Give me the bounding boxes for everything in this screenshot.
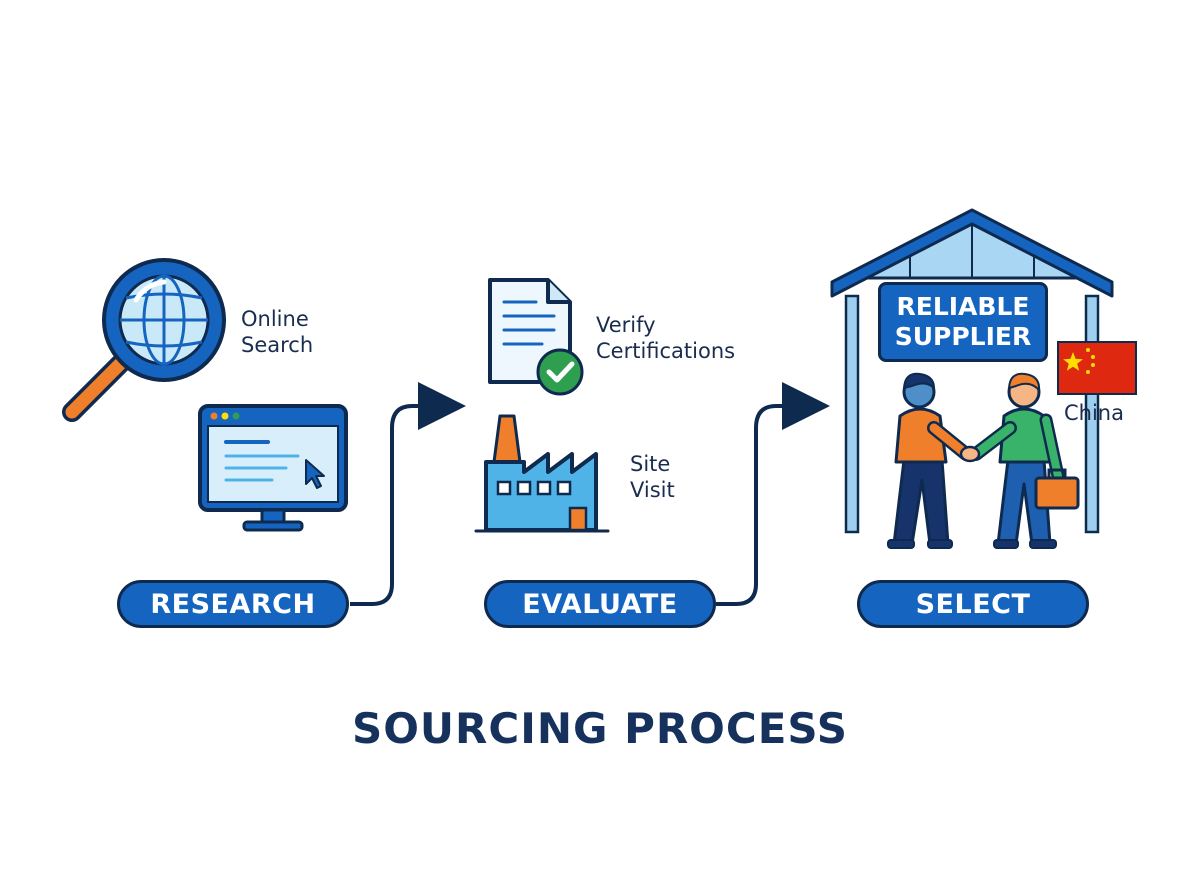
china-label: China <box>1064 400 1124 426</box>
banner-line-2: SUPPLIER <box>894 322 1032 351</box>
reliable-supplier-banner: RELIABLE SUPPLIER <box>878 282 1048 362</box>
certificate-document-icon <box>488 278 584 396</box>
verify-certifications-line-1: Verify <box>596 313 656 337</box>
verify-certifications-line-2: Certifications <box>596 339 736 363</box>
site-visit-label: Site Visit <box>630 451 675 503</box>
china-flag-icon <box>1057 341 1137 395</box>
flow-arrow-research-to-evaluate <box>350 382 466 606</box>
diagram-title: SOURCING PROCESS <box>351 704 849 753</box>
verify-certifications-label: Verify Certifications <box>596 312 735 364</box>
site-visit-line-2: Visit <box>630 478 675 502</box>
evaluate-stage-pill: EVALUATE <box>484 580 716 628</box>
research-stage-pill: RESEARCH <box>117 580 349 628</box>
online-search-line-2: Search <box>241 333 314 357</box>
select-stage-label: SELECT <box>915 588 1031 620</box>
research-stage-label: RESEARCH <box>150 588 316 620</box>
online-search-line-1: Online <box>241 307 309 331</box>
online-search-label: Online Search <box>241 306 313 358</box>
evaluate-stage-label: EVALUATE <box>522 588 678 620</box>
flow-arrow-evaluate-to-select <box>716 382 830 606</box>
site-visit-line-1: Site <box>630 452 671 476</box>
warehouse-handshake-icon <box>830 208 1114 549</box>
banner-line-1: RELIABLE <box>896 292 1030 321</box>
browser-window-icon <box>198 404 348 532</box>
select-stage-pill: SELECT <box>857 580 1089 628</box>
magnifier-globe-icon <box>62 258 226 422</box>
china-line-1: China <box>1064 401 1124 425</box>
factory-icon <box>474 414 610 533</box>
